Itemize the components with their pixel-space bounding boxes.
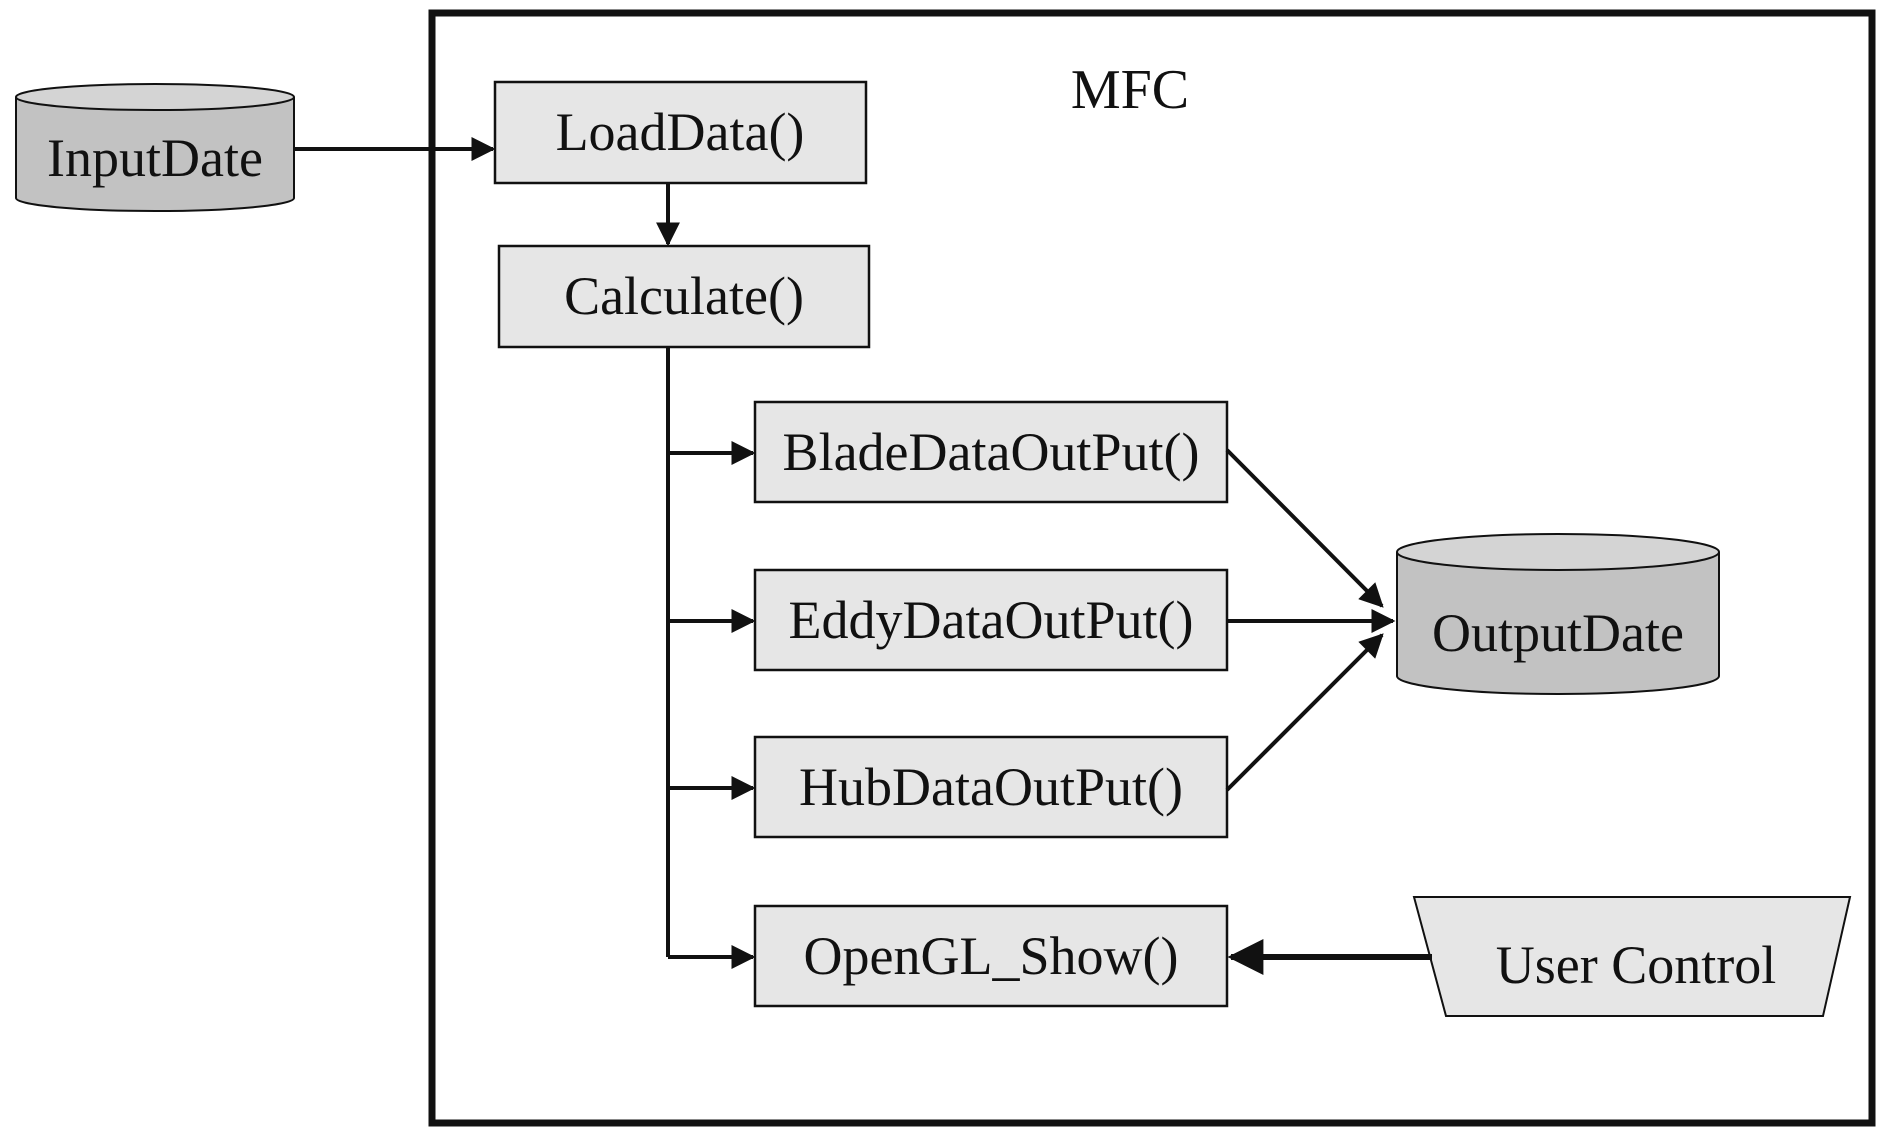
blade-output-node: BladeDataOutPut() [753,400,1229,504]
output-date-top [1396,533,1720,571]
arrow-hub-to-output [1225,633,1384,792]
load-data-label: LoadData() [556,102,805,162]
user-control-label: User Control [1496,935,1776,995]
calculate-box [497,244,871,349]
hub-output-label: HubDataOutPut() [799,757,1183,817]
user-control-node: User Control [1412,896,1852,1017]
eddy-output-label: EddyDataOutPut() [789,590,1194,650]
eddy-output-node: EddyDataOutPut() [753,568,1229,672]
output-date-store: OutputDate [1396,533,1720,695]
user-control-shape [1412,896,1852,1017]
mfc-container [428,9,1876,1127]
connectors [294,137,1432,975]
input-date-top [15,83,295,111]
load-data-node: LoadData() [493,80,868,185]
calculate-node: Calculate() [497,244,871,349]
input-date-store: InputDate [15,83,295,212]
load-data-box [493,80,868,185]
output-date-body [1396,552,1720,695]
output-date-label: OutputDate [1432,603,1684,663]
opengl-show-node: OpenGL_Show() [753,904,1229,1008]
mfc-title: MFC [1071,59,1189,121]
input-date-label: InputDate [47,128,263,188]
opengl-show-label: OpenGL_Show() [804,926,1179,986]
blade-output-label: BladeDataOutPut() [783,422,1200,482]
calculate-label: Calculate() [564,266,804,326]
input-date-body [15,97,295,212]
arrow-blade-to-output [1225,448,1384,608]
hub-output-node: HubDataOutPut() [753,735,1229,839]
blade-output-box [753,400,1229,504]
